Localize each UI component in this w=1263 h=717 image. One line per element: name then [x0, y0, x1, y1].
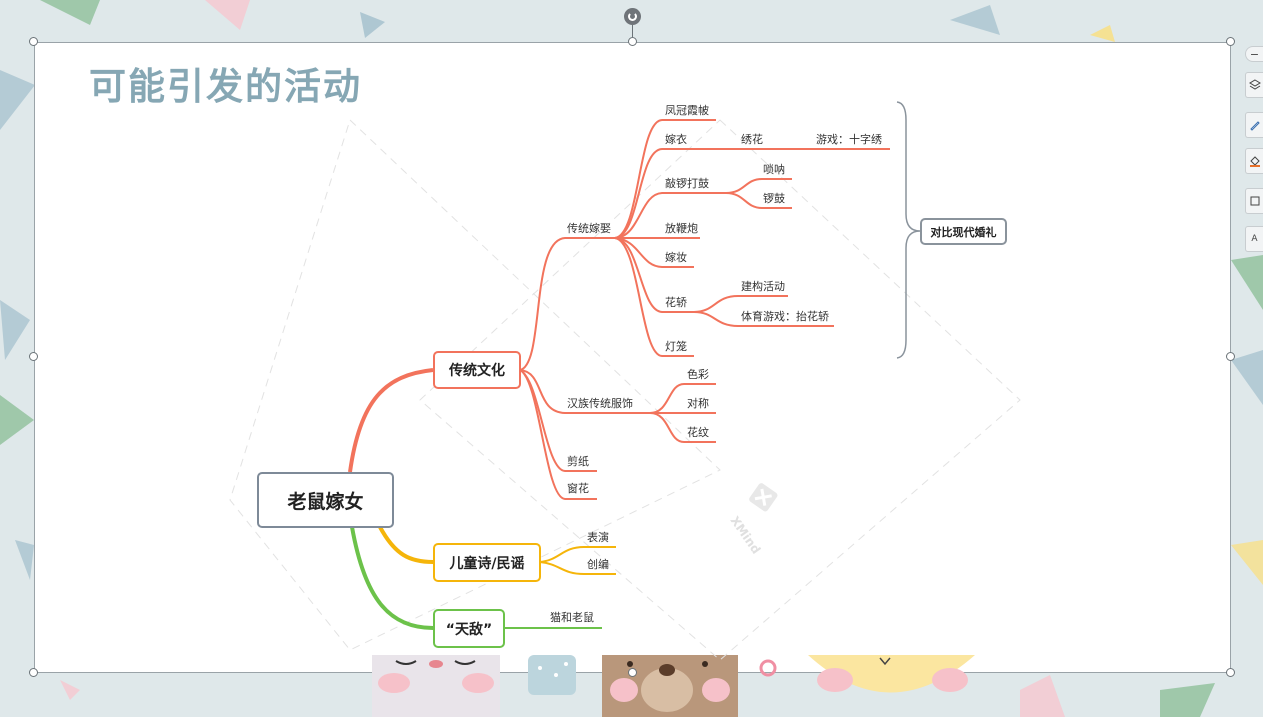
- rotate-handle[interactable]: [624, 8, 641, 25]
- topic-wedding[interactable]: 传统嫁娶: [567, 222, 611, 235]
- resize-handle-bottom-left[interactable]: [29, 668, 38, 677]
- branch-node-culture[interactable]: 传统文化: [433, 351, 521, 389]
- topic-cat[interactable]: 猫和老鼠: [550, 611, 594, 624]
- minus-icon[interactable]: −: [1245, 46, 1263, 62]
- slide-title[interactable]: 可能引发的活动: [89, 65, 362, 108]
- topic-sedan-game[interactable]: 体育游戏：抬花轿: [741, 310, 829, 323]
- resize-handle-bottom[interactable]: [628, 668, 637, 677]
- topic-crown[interactable]: 凤冠霞帔: [665, 104, 709, 117]
- summary-bracket: [896, 101, 921, 359]
- topic-pattern[interactable]: 花纹: [687, 426, 709, 439]
- branch-node-poetry[interactable]: 儿童诗/民谣: [433, 543, 541, 582]
- topic-dress[interactable]: 嫁衣: [665, 133, 687, 146]
- floating-toolbar: − A: [1245, 40, 1263, 270]
- topic-dowry[interactable]: 嫁妆: [665, 251, 687, 264]
- topic-suona[interactable]: 唢呐: [763, 163, 785, 176]
- root-node[interactable]: 老鼠嫁女: [257, 472, 394, 528]
- xmind-watermark: [229, 119, 1021, 661]
- cartoon-animal-strip: [372, 655, 975, 717]
- topic-create[interactable]: 创编: [587, 558, 609, 571]
- topic-sedan[interactable]: 花轿: [665, 296, 687, 309]
- topic-embroidery[interactable]: 绣花: [741, 133, 763, 146]
- topic-construction[interactable]: 建构活动: [741, 280, 785, 293]
- resize-handle-top[interactable]: [628, 37, 637, 46]
- topic-gongs[interactable]: 敲锣打鼓: [665, 177, 709, 190]
- xmind-watermark-logo: [749, 483, 778, 512]
- branch-node-enemy[interactable]: “天敌”: [433, 609, 505, 648]
- pen-icon[interactable]: [1245, 112, 1263, 138]
- topic-drum[interactable]: 锣鼓: [763, 192, 785, 205]
- topic-firecrackers[interactable]: 放鞭炮: [665, 222, 698, 235]
- summary-node-compare[interactable]: 对比现代婚礼: [920, 218, 1007, 245]
- topic-window[interactable]: 窗花: [567, 482, 589, 495]
- watermark-text: XMind: [728, 514, 764, 557]
- shape-icon[interactable]: [1245, 188, 1263, 214]
- resize-handle-left[interactable]: [29, 352, 38, 361]
- topic-symmetry[interactable]: 对称: [687, 397, 709, 410]
- topic-papercut[interactable]: 剪纸: [567, 455, 589, 468]
- fill-icon[interactable]: [1245, 148, 1263, 174]
- topic-cross-stitch[interactable]: 游戏：十字绣: [816, 133, 882, 146]
- resize-handle-top-right[interactable]: [1226, 37, 1235, 46]
- topic-color[interactable]: 色彩: [687, 368, 709, 381]
- topic-costume[interactable]: 汉族传统服饰: [567, 397, 633, 410]
- resize-handle-right[interactable]: [1226, 352, 1235, 361]
- text-icon[interactable]: A: [1245, 226, 1263, 252]
- rotate-handle-stem: [632, 25, 633, 37]
- resize-handle-top-left[interactable]: [29, 37, 38, 46]
- topic-perform[interactable]: 表演: [587, 531, 609, 544]
- topic-lantern[interactable]: 灯笼: [665, 340, 687, 353]
- layers-icon[interactable]: [1245, 72, 1263, 98]
- resize-handle-bottom-right[interactable]: [1226, 668, 1235, 677]
